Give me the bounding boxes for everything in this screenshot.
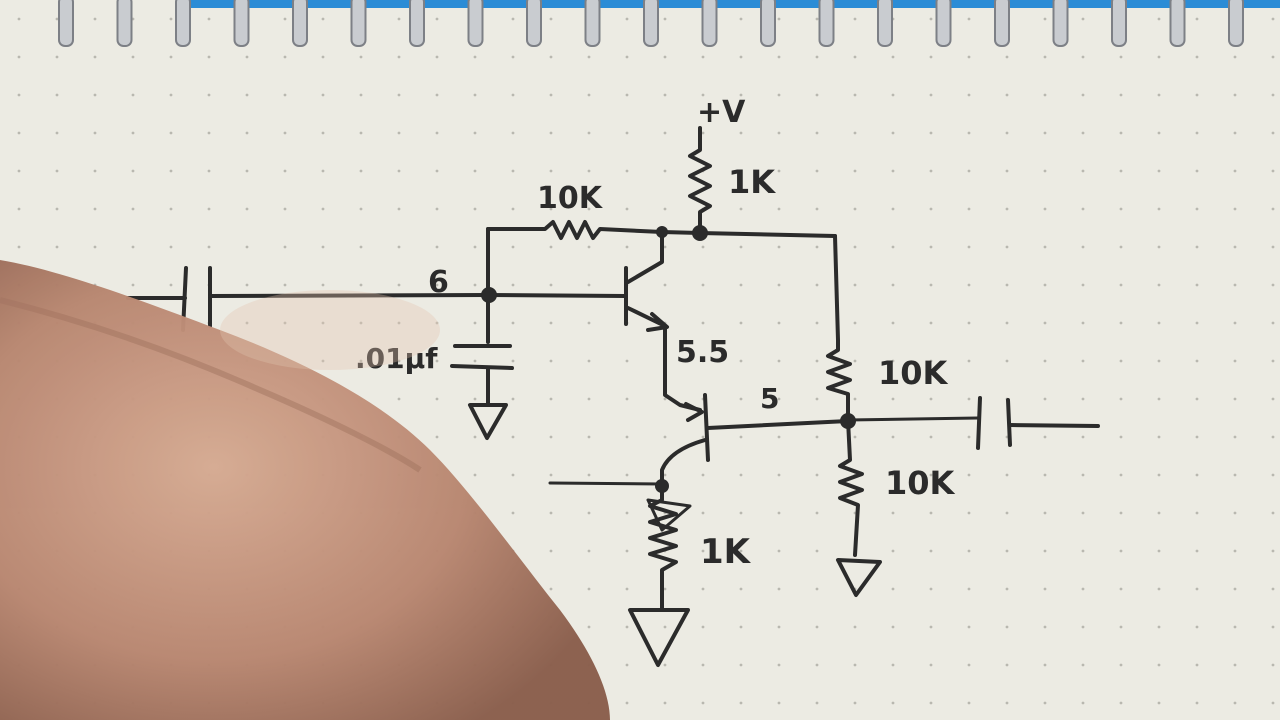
resistor-top-1k bbox=[688, 126, 712, 235]
label-r-top: 1K bbox=[728, 163, 776, 201]
label-node-base: 6 bbox=[428, 265, 449, 300]
junction-dot bbox=[840, 413, 856, 429]
label-cap-base: .01µf bbox=[355, 342, 438, 375]
spiral-ring bbox=[877, 0, 893, 47]
spiral-ring bbox=[584, 0, 601, 47]
q2-input-arrow bbox=[684, 402, 704, 422]
base-wire bbox=[208, 293, 490, 298]
q1-collector bbox=[626, 231, 664, 284]
junction-dot bbox=[692, 225, 708, 241]
output-cap-plate-1 bbox=[976, 396, 982, 450]
spiral-ring bbox=[292, 0, 308, 47]
hand-highlight bbox=[220, 290, 440, 370]
q1-emitter bbox=[626, 306, 667, 328]
pointing-hand bbox=[0, 260, 610, 720]
spiral-ring bbox=[409, 0, 425, 47]
spiral-ring bbox=[526, 0, 542, 47]
junction-dot bbox=[481, 287, 497, 303]
ground-symbol-3 bbox=[628, 608, 690, 667]
spiral-ring bbox=[116, 0, 133, 47]
spiral-ring bbox=[350, 0, 367, 47]
label-node-emitter1: 5.5 bbox=[676, 335, 729, 370]
top-rail-with-10k bbox=[486, 220, 837, 240]
spiral-ring bbox=[467, 0, 484, 47]
q1-base-lead bbox=[486, 293, 627, 298]
spiral-ring bbox=[701, 0, 718, 47]
hand-shape bbox=[0, 260, 610, 720]
junction-dot bbox=[655, 479, 669, 493]
spiral-ring bbox=[1169, 0, 1186, 47]
label-r-bottom: 1K bbox=[700, 532, 752, 572]
resistor-right-bottom-10k bbox=[838, 418, 864, 557]
label-r-feedback: 10K bbox=[537, 181, 604, 216]
spiral-ring bbox=[760, 0, 776, 47]
label-r-right-bottom: 10K bbox=[885, 464, 956, 502]
spiral-ring bbox=[818, 0, 835, 47]
output-cap-plate-2 bbox=[1006, 398, 1012, 447]
label-supply: +V bbox=[697, 95, 746, 130]
spiral-rings bbox=[58, 0, 1244, 47]
spiral-binding bbox=[58, 0, 1280, 47]
spiral-band bbox=[190, 0, 1280, 8]
output-wire bbox=[846, 416, 980, 422]
circuit: +V 1K 10K 6 .01µf 5.5 5 10K 10K 1K bbox=[126, 95, 1100, 667]
hand-crease bbox=[0, 297, 422, 473]
base-cap-plate-2 bbox=[450, 364, 514, 370]
spiral-ring bbox=[1052, 0, 1069, 47]
resistor-right-top-10k bbox=[826, 234, 852, 422]
q2-lower-lead bbox=[660, 438, 707, 489]
junction-dot bbox=[656, 226, 668, 238]
label-node-emitter2: 5 bbox=[760, 382, 779, 415]
lower-input-wire bbox=[548, 481, 664, 486]
spiral-ring bbox=[1228, 0, 1244, 47]
spiral-ring bbox=[994, 0, 1010, 47]
spiral-ring bbox=[58, 0, 74, 47]
output-lead bbox=[1008, 423, 1100, 428]
resistor-bottom-overdraw bbox=[646, 498, 692, 532]
spiral-ring bbox=[935, 0, 952, 47]
q2-output-wire bbox=[706, 419, 850, 430]
label-r-right-top: 10K bbox=[878, 354, 949, 392]
ground-symbol-2 bbox=[836, 558, 882, 597]
spiral-ring bbox=[643, 0, 659, 47]
ground-symbol-1 bbox=[468, 403, 508, 440]
resistor-bottom-1k bbox=[648, 485, 678, 610]
spiral-ring bbox=[1111, 0, 1127, 47]
spiral-ring bbox=[233, 0, 250, 47]
spiral-ring bbox=[175, 0, 191, 47]
